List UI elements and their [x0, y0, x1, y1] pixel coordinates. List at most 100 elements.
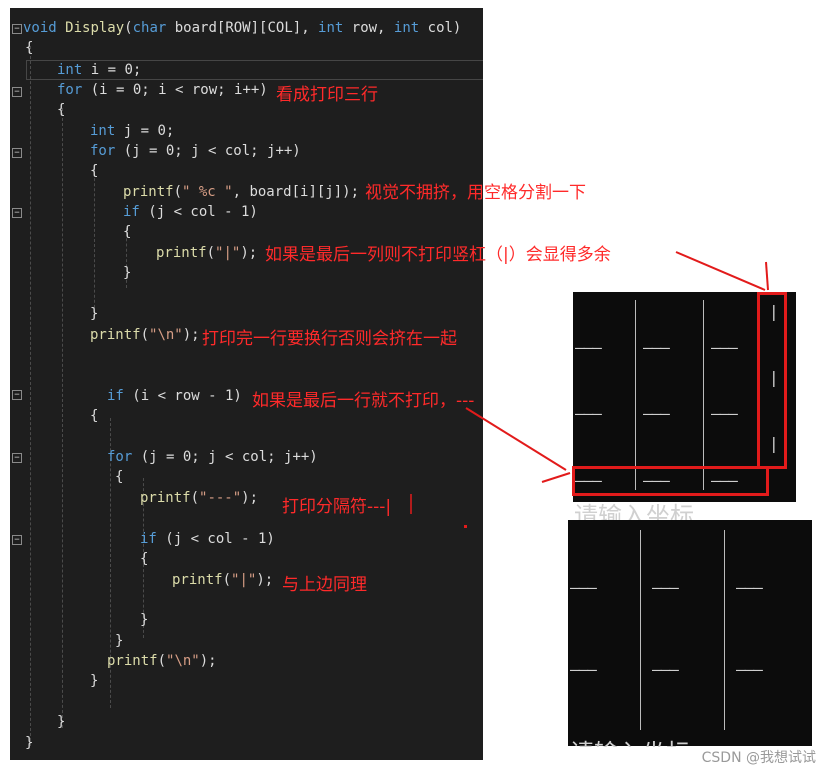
row-separator: ———: [652, 660, 679, 679]
row-separator: ———: [575, 471, 602, 490]
row-separator: ———: [570, 660, 597, 679]
row-separator: ———: [643, 404, 670, 423]
code-token: (: [206, 245, 216, 261]
code-line-for-i: for (i = 0; i < row; i++): [57, 81, 268, 99]
terminal-prompt-cut: 请输入坐标: [574, 502, 694, 522]
code-line-brace: {: [25, 40, 34, 56]
code-token: (: [173, 184, 183, 200]
fold-toggle-for-j[interactable]: −: [12, 148, 22, 158]
highlight-last-column: [757, 292, 787, 469]
fold-toggle-function[interactable]: −: [12, 24, 22, 34]
code-token: (j = 0; j < col; j++): [115, 143, 301, 159]
keyword-for: for: [107, 449, 133, 465]
red-dot: [464, 525, 467, 528]
code-token: (i = 0; i < row; i++): [82, 82, 268, 98]
arrow-last-row: [465, 407, 567, 471]
code-token: (i < row - 1): [123, 388, 242, 404]
row-separator: ———: [711, 471, 738, 490]
code-token: (j < col - 1): [156, 531, 275, 547]
code-line-brace: }: [123, 265, 132, 281]
code-line-decl-i: int i = 0;: [57, 61, 141, 79]
annotation-separator: 打印分隔符---|: [282, 497, 392, 517]
code-line-brace: {: [90, 408, 99, 424]
code-line-decl-j: int j = 0;: [90, 122, 174, 140]
code-line-brace: }: [57, 714, 66, 730]
code-token: col): [419, 20, 462, 36]
function-printf: printf: [172, 572, 223, 588]
current-line-highlight: [26, 60, 483, 80]
highlight-last-row: [572, 466, 769, 496]
code-token: (: [140, 327, 150, 343]
function-printf: printf: [156, 245, 207, 261]
terminal-prompt-cut: 请输入坐标: [570, 733, 690, 747]
string-literal: "\n": [149, 327, 183, 343]
keyword-char: char: [132, 20, 167, 36]
arrow-last-row-tip: [541, 472, 571, 483]
code-token: );: [241, 490, 259, 506]
code-line-brace: }: [115, 633, 124, 649]
indent-guide: [30, 46, 31, 746]
annotation-newline: 打印完一行要换行否则会挤在一起: [202, 329, 457, 349]
code-editor: − − − − − − − void Display(char board[RO…: [10, 8, 483, 760]
keyword-int: int: [57, 62, 83, 78]
row-separator: ———: [570, 578, 597, 597]
keyword-if: if: [107, 388, 124, 404]
fold-toggle-for-i[interactable]: −: [12, 87, 22, 97]
function-printf: printf: [90, 327, 141, 343]
code-line-printf-bar2: printf("|");: [172, 571, 273, 589]
string-literal: "|": [231, 572, 257, 588]
watermark: CSDN @我想试试: [701, 750, 816, 766]
arrow-last-col: [675, 251, 766, 291]
code-line-brace: {: [115, 469, 124, 485]
code-line-printf-cell: printf(" %c ", board[i][j]);: [123, 183, 359, 201]
code-token: );: [256, 572, 274, 588]
indent-guide: [94, 168, 95, 318]
code-line-brace: }: [90, 306, 99, 322]
code-token: , board[i][j]);: [232, 184, 360, 200]
indent-guide: [143, 478, 144, 638]
row-separator: ———: [711, 404, 738, 423]
fold-toggle-if-col2[interactable]: −: [12, 535, 22, 545]
indent-guide: [62, 108, 63, 728]
code-token: i = 0;: [82, 62, 142, 78]
function-printf: printf: [123, 184, 174, 200]
code-line-if-row: if (i < row - 1): [107, 387, 242, 405]
string-literal: "---": [199, 490, 242, 506]
code-line-brace: {: [123, 224, 132, 240]
code-line-brace: {: [57, 102, 66, 118]
fold-toggle-if-col[interactable]: −: [12, 208, 22, 218]
code-line-printf-bar: printf("|");: [156, 244, 257, 262]
extra-bar: |: [769, 434, 779, 453]
code-line-brace: {: [140, 551, 149, 567]
function-printf: printf: [107, 653, 158, 669]
arrow-last-col-tip: [765, 261, 769, 291]
code-line-signature: void Display(char board[ROW][COL], int r…: [23, 19, 461, 37]
code-line-if-col2: if (j < col - 1): [140, 530, 275, 548]
function-name: Display: [65, 20, 125, 36]
column-separator: [724, 530, 725, 730]
code-line-printf-nl2: printf("\n");: [107, 652, 217, 670]
indent-guide: [110, 418, 111, 708]
code-token: row,: [343, 20, 394, 36]
keyword-int: int: [90, 123, 116, 139]
code-token: );: [240, 245, 258, 261]
annotation-spacing: 视觉不拥挤，用空格分割一下: [365, 183, 586, 203]
code-token: (: [190, 490, 200, 506]
row-separator: ———: [643, 338, 670, 357]
row-separator: ———: [575, 338, 602, 357]
code-token: (j = 0; j < col; j++): [132, 449, 318, 465]
code-token: );: [199, 653, 217, 669]
extra-bar: |: [769, 368, 779, 387]
keyword-int: int: [393, 20, 420, 36]
fold-toggle-if-row[interactable]: −: [12, 390, 22, 400]
annotation-last-col: 如果是最后一列则不打印竖杠（|）会显得多余: [265, 245, 611, 265]
column-separator: [703, 300, 704, 490]
code-line-brace: }: [90, 673, 99, 689]
string-literal: " %c ": [182, 184, 233, 200]
function-printf: printf: [140, 490, 191, 506]
keyword-for: for: [57, 82, 83, 98]
code-token: (j < col - 1): [139, 204, 258, 220]
row-separator: ———: [643, 471, 670, 490]
fold-toggle-for-j2[interactable]: −: [12, 453, 22, 463]
